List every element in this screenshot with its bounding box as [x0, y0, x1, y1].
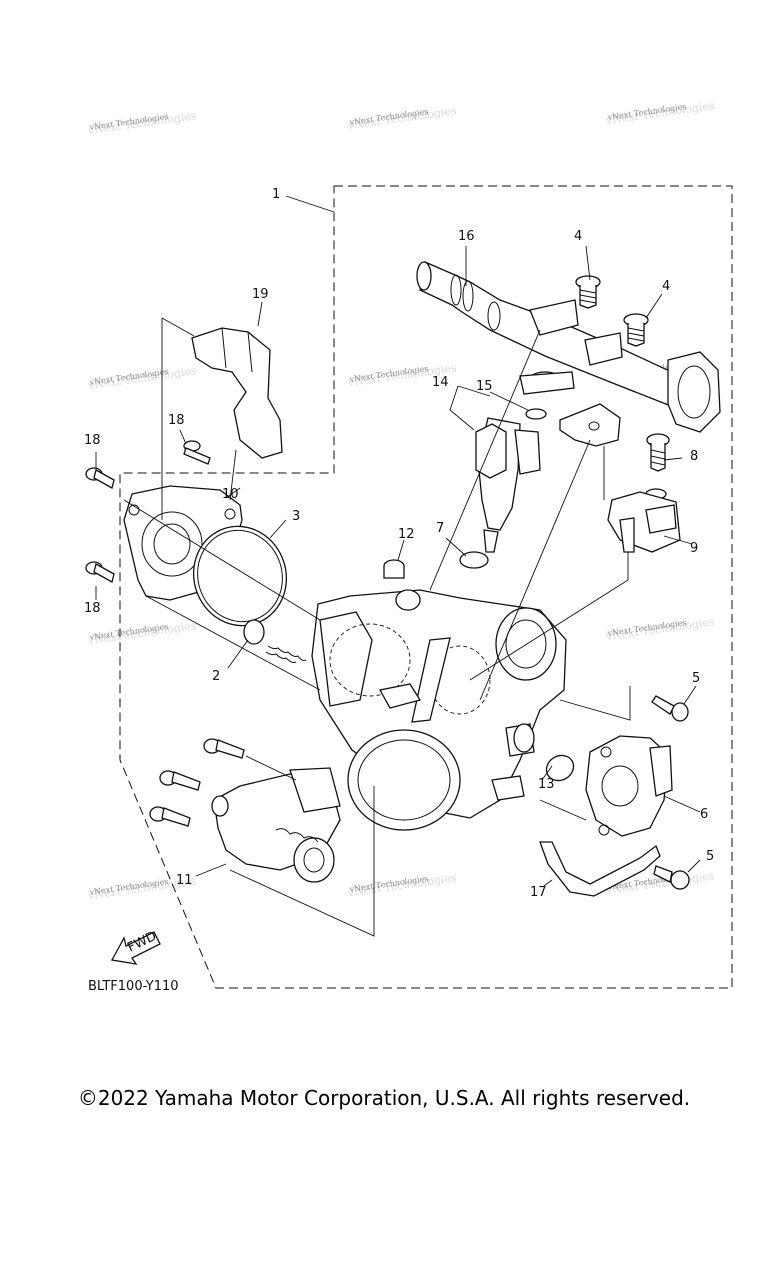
callout-3: 3 — [292, 509, 300, 524]
bolt-18-c — [85, 561, 115, 583]
callout-15: 15 — [476, 379, 493, 394]
forward-arrow-icon: FWD — [110, 929, 161, 965]
callout-12: 12 — [398, 527, 415, 542]
callout-8: 8 — [690, 449, 698, 464]
callout-18: 18 — [84, 601, 101, 616]
callout-18: 18 — [84, 433, 101, 448]
callout-4: 4 — [662, 279, 670, 294]
callout-11: 11 — [176, 873, 193, 888]
screw-5-b — [653, 865, 690, 890]
screw-11-a — [203, 738, 245, 759]
callout-4: 4 — [574, 229, 582, 244]
callouts: 1 2 3 4 4 5 5 6 7 8 9 10 11 12 13 14 15 … — [84, 187, 714, 900]
copyright-notice: ©2022 Yamaha Motor Corporation, U.S.A. A… — [77, 1086, 691, 1110]
bolt-4-b — [623, 313, 649, 347]
callout-16: 16 — [458, 229, 475, 244]
throttle-body — [311, 589, 567, 831]
callout-7: 7 — [436, 521, 444, 536]
idle-air-control-valve — [211, 767, 341, 883]
screw-11-c — [149, 806, 191, 827]
bracket-hole — [588, 421, 600, 431]
plug-cap — [383, 559, 405, 579]
bolt-18-a — [183, 440, 211, 465]
diagram-code: BLTF100-Y110 — [88, 979, 179, 994]
injector-washer — [525, 408, 547, 420]
hose-clamp — [191, 327, 283, 459]
sensor-o-ring — [545, 754, 575, 782]
callout-18: 18 — [168, 413, 185, 428]
callout-6: 6 — [700, 807, 708, 822]
callout-2: 2 — [212, 669, 220, 684]
callout-13: 13 — [538, 777, 555, 792]
pressure-sensor — [607, 491, 681, 553]
callout-14: 14 — [432, 375, 449, 390]
assembly-boundary — [119, 185, 733, 989]
bolt-18-b — [85, 467, 115, 489]
callout-17: 17 — [530, 885, 547, 900]
callout-9: 9 — [690, 541, 698, 556]
fuel-rail — [416, 261, 721, 433]
callout-5: 5 — [706, 849, 714, 864]
leader-lines — [95, 195, 701, 937]
callout-19: 19 — [252, 287, 269, 302]
callout-1: 1 — [272, 187, 280, 202]
rail-bracket — [559, 403, 621, 447]
fuel-injector — [475, 371, 575, 553]
callout-5: 5 — [692, 671, 700, 686]
throttle-position-sensor — [585, 735, 673, 837]
screw-11-b — [159, 770, 201, 791]
throttle-spring — [243, 619, 307, 663]
vent-hose — [539, 841, 661, 897]
bolt-8 — [646, 433, 670, 472]
callout-10: 10 — [222, 487, 239, 502]
screw-5-a — [651, 695, 689, 722]
injector-o-ring — [459, 551, 489, 569]
bolt-4-a — [575, 275, 601, 309]
